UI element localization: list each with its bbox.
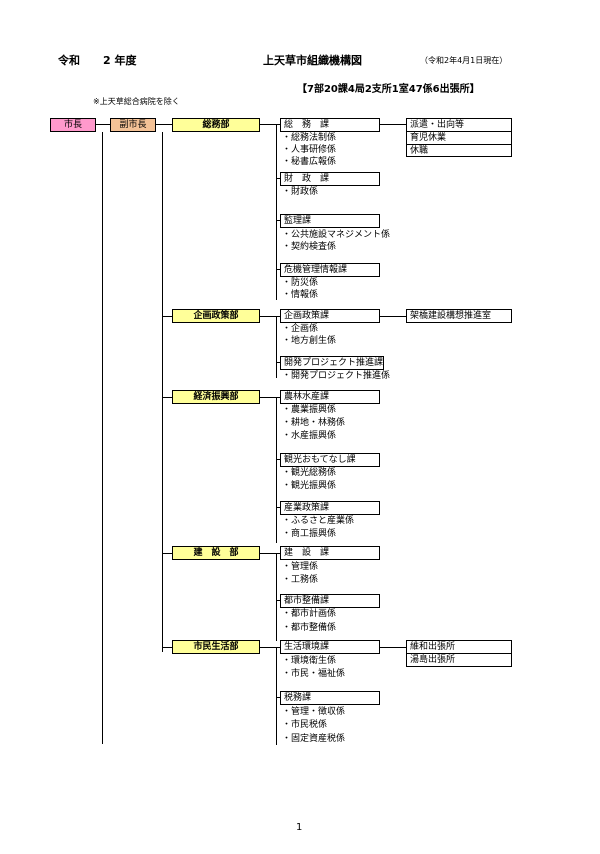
unit: ・防災係 xyxy=(282,278,319,288)
unit: ・秘書広報係 xyxy=(282,157,337,167)
fiscal-year: 2 年度 xyxy=(103,54,137,67)
connector-line xyxy=(276,647,277,745)
connector-line xyxy=(276,362,280,363)
unit: ・総務法制係 xyxy=(282,133,337,143)
connector-line xyxy=(260,553,280,554)
department-kensetsu: 建 設 部 xyxy=(172,546,260,560)
extra-item: 派遣・出向等 xyxy=(407,119,511,132)
connector-line xyxy=(162,553,172,554)
unit: ・地方創生係 xyxy=(282,336,337,346)
section-kanri: 監理課 xyxy=(280,214,380,228)
unit: ・都市計画係 xyxy=(282,609,337,619)
unit: ・公共施設マネジメント係 xyxy=(282,230,391,240)
page-number: 1 xyxy=(296,822,303,833)
connector-line xyxy=(102,132,103,744)
unit: ・水産振興係 xyxy=(282,431,337,441)
as-of-date: （令和2年4月1日現在） xyxy=(420,56,508,65)
unit: ・管理・徴収係 xyxy=(282,707,346,717)
connector-line xyxy=(162,316,172,317)
connector-line xyxy=(162,397,172,398)
unit: ・ふるさと産業係 xyxy=(282,516,355,526)
section-toshi: 都市整備課 xyxy=(280,594,380,608)
unit: ・企画係 xyxy=(282,324,319,334)
connector-line xyxy=(276,600,280,601)
unit: ・耕地・林務係 xyxy=(282,418,346,428)
unit: ・観光振興係 xyxy=(282,481,337,491)
connector-line xyxy=(276,553,277,641)
section-kikikanri: 危機管理情報課 xyxy=(280,263,380,277)
connector-line xyxy=(276,124,277,300)
unit: ・市民税係 xyxy=(282,720,328,730)
section-sangyo: 産業政策課 xyxy=(280,501,380,515)
connector-line xyxy=(260,316,280,317)
connector-line xyxy=(276,507,280,508)
connector-line xyxy=(162,132,163,652)
unit: ・人事研修係 xyxy=(282,145,337,155)
unit: ・財政係 xyxy=(282,187,319,197)
unit: ・市民・福祉係 xyxy=(282,669,346,679)
section-kaihatsu: 開発プロジェクト推進課 xyxy=(280,356,384,370)
section-norin: 農林水産課 xyxy=(280,390,380,404)
connector-line xyxy=(162,647,172,648)
extra-item: 維和出張所 xyxy=(407,641,511,654)
unit: ・固定資産税係 xyxy=(282,734,346,744)
connector-line xyxy=(260,647,280,648)
department-keizai: 経済振興部 xyxy=(172,390,260,404)
section-seikatsu: 生活環境課 xyxy=(280,640,380,654)
unit: ・商工振興係 xyxy=(282,529,337,539)
extra-item: 育児休業 xyxy=(407,132,511,145)
section-kanko: 観光おもてなし課 xyxy=(280,453,380,467)
unit: ・農業振興係 xyxy=(282,405,337,415)
unit: ・工務係 xyxy=(282,575,319,585)
connector-line xyxy=(276,269,280,270)
connector-line xyxy=(380,124,406,125)
section-kensetsu: 建 設 課 xyxy=(280,546,380,560)
section-soumu: 総 務 課 xyxy=(280,118,380,132)
department-soumu: 総務部 xyxy=(172,118,260,132)
exclusion-note: ※上天草総合病院を除く xyxy=(93,97,180,106)
unit: ・契約検査係 xyxy=(282,242,337,252)
unit: ・環境衛生係 xyxy=(282,656,337,666)
connector-line xyxy=(276,697,280,698)
extra-item: 休職 xyxy=(410,146,429,156)
mayor-box: 市長 xyxy=(50,118,96,132)
connector-line xyxy=(96,124,110,125)
connector-line xyxy=(380,647,406,648)
unit: ・都市整備係 xyxy=(282,623,337,633)
unit: ・管理係 xyxy=(282,562,319,572)
connector-line xyxy=(156,124,172,125)
connector-line xyxy=(276,316,277,378)
connector-line xyxy=(380,316,406,317)
connector-line xyxy=(260,124,280,125)
unit: ・開発プロジェクト推進係 xyxy=(282,371,391,381)
connector-line xyxy=(260,397,280,398)
vice-mayor-box: 副市長 xyxy=(110,118,156,132)
fiscal-era: 令和 xyxy=(58,54,80,67)
section-kikakuseisaku: 企画政策課 xyxy=(280,309,380,323)
extra-item: 湯島出張所 xyxy=(410,655,456,665)
section-zaisei: 財 政 課 xyxy=(280,172,380,186)
page-title: 上天草市組織機構図 xyxy=(263,54,362,67)
department-kikaku: 企画政策部 xyxy=(172,309,260,323)
connector-line xyxy=(276,397,277,543)
unit: ・観光総務係 xyxy=(282,468,337,478)
section-zeimu: 税務課 xyxy=(280,691,380,705)
connector-line xyxy=(276,459,280,460)
extras-group: 架橋建設構想推進室 xyxy=(406,309,512,323)
connector-line xyxy=(276,220,280,221)
org-summary: 【7部20課4局2支所1室47係6出張所】 xyxy=(297,84,480,95)
department-shimin: 市民生活部 xyxy=(172,640,260,654)
connector-line xyxy=(276,178,280,179)
extra-item: 架橋建設構想推進室 xyxy=(410,311,492,321)
extras-group: 維和出張所 湯島出張所 xyxy=(406,640,512,667)
extras-group: 派遣・出向等 育児休業 休職 xyxy=(406,118,512,157)
unit: ・情報係 xyxy=(282,290,319,300)
